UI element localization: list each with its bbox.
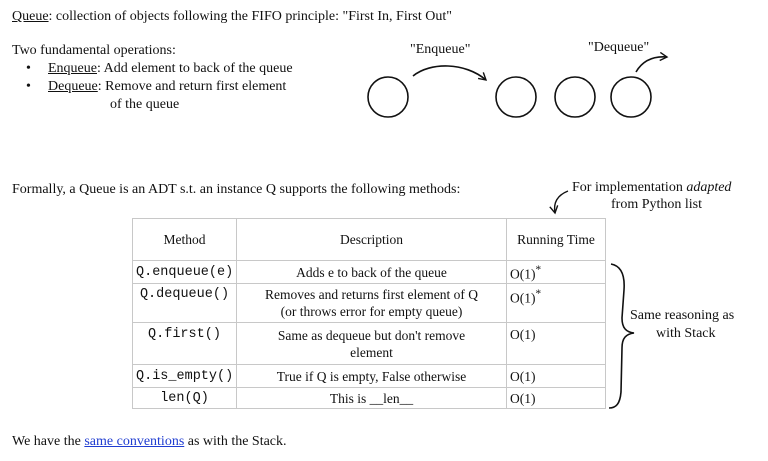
time-cell: O(1)*: [506, 260, 606, 284]
time-value: O(1): [510, 266, 536, 282]
implementation-note-emphasis: adapted: [686, 180, 732, 195]
enqueue-label: "Enqueue": [410, 42, 471, 57]
method-cell: Q.is_empty(): [132, 364, 237, 388]
time-footnote-mark: *: [535, 288, 542, 300]
same-reasoning-note: Same reasoning as: [630, 308, 735, 323]
dunder-len: __len__: [369, 390, 414, 406]
dequeue-description-continued: of the queue: [110, 97, 180, 112]
time-footnote-mark: *: [535, 263, 542, 276]
table-row: Q.enqueue(e) Adds e to back of the queue…: [132, 260, 606, 284]
curly-brace: [608, 263, 635, 409]
time-cell: O(1): [506, 364, 606, 388]
description-cell: True if Q is empty, False otherwise: [236, 364, 507, 388]
description-line: Same as dequeue but don't remove: [277, 327, 466, 343]
table-row: Q.dequeue() Removes and returns first el…: [132, 283, 606, 323]
enqueue-term: Enqueue: [48, 61, 97, 76]
dequeue-bullet: Dequeue: Remove and return first element: [48, 79, 286, 95]
footer-sentence: We have the same conventions as with the…: [12, 434, 287, 450]
table-row: len(Q) This is __len__ O(1): [132, 387, 606, 409]
table-header-row: Method Description Running Time: [132, 218, 606, 261]
footer-suffix: as with the Stack.: [184, 434, 287, 449]
header-description: Description: [236, 218, 507, 261]
queue-definition: Queue: collection of objects following t…: [12, 9, 452, 25]
dequeue-term: Dequeue: [48, 79, 98, 94]
same-conventions-link[interactable]: same conventions: [84, 434, 185, 449]
implementation-note-arrow: [549, 190, 569, 215]
queue-node-back: [495, 76, 537, 118]
queue-node-incoming: [367, 76, 409, 118]
queue-methods-table: Method Description Running Time Q.enqueu…: [132, 218, 606, 409]
formal-statement: Formally, a Queue is an ADT s.t. an inst…: [12, 182, 461, 197]
implementation-note: For implementation adapted: [572, 180, 731, 196]
bullet-dot: •: [26, 79, 31, 94]
time-cell: O(1): [506, 387, 606, 409]
description-cell: Adds e to back of the queue: [236, 260, 507, 284]
description-line: element: [350, 344, 393, 360]
enqueue-arrow: [412, 65, 488, 81]
table-row: Q.is_empty() True if Q is empty, False o…: [132, 364, 606, 388]
footer-prefix: We have the: [12, 434, 85, 449]
time-value: O(1): [510, 327, 536, 342]
bullet-dot: •: [26, 61, 31, 76]
enqueue-bullet: Enqueue: Add element to back of the queu…: [48, 61, 293, 77]
queue-term: Queue: [12, 9, 49, 24]
table-row: Q.first() Same as dequeue but don't remo…: [132, 322, 606, 365]
time-cell: O(1)*: [506, 283, 606, 323]
description-cell: This is __len__: [236, 387, 507, 409]
dequeue-description: : Remove and return first element: [97, 79, 287, 94]
time-value: O(1): [510, 390, 536, 406]
method-cell: len(Q): [132, 387, 237, 409]
enqueue-description: : Add element to back of the queue: [96, 61, 293, 76]
time-value: O(1): [510, 368, 536, 384]
dequeue-label: "Dequeue": [588, 40, 650, 55]
queue-definition-text: : collection of objects following the FI…: [48, 9, 452, 24]
description-line: (or throws error for empty queue): [280, 304, 463, 319]
header-method: Method: [132, 218, 237, 261]
method-cell: Q.first(): [132, 322, 237, 365]
same-reasoning-note-line2: with Stack: [656, 326, 716, 341]
description-cell: Removes and returns first element of Q (o…: [236, 283, 507, 323]
operations-heading: Two fundamental operations:: [12, 43, 176, 58]
queue-node-front: [610, 76, 652, 118]
method-cell: Q.dequeue(): [132, 283, 237, 323]
time-value: O(1): [510, 290, 536, 306]
implementation-note-prefix: For implementation: [572, 180, 687, 195]
method-cell: Q.enqueue(e): [132, 260, 237, 284]
header-running-time: Running Time: [506, 218, 606, 261]
description-line: Removes and returns first element of Q: [265, 287, 478, 302]
time-cell: O(1): [506, 322, 606, 365]
dequeue-arrow: [635, 51, 669, 73]
description-prefix: This is: [329, 390, 370, 406]
implementation-note-line2: from Python list: [611, 197, 703, 212]
queue-node-middle: [554, 76, 596, 118]
